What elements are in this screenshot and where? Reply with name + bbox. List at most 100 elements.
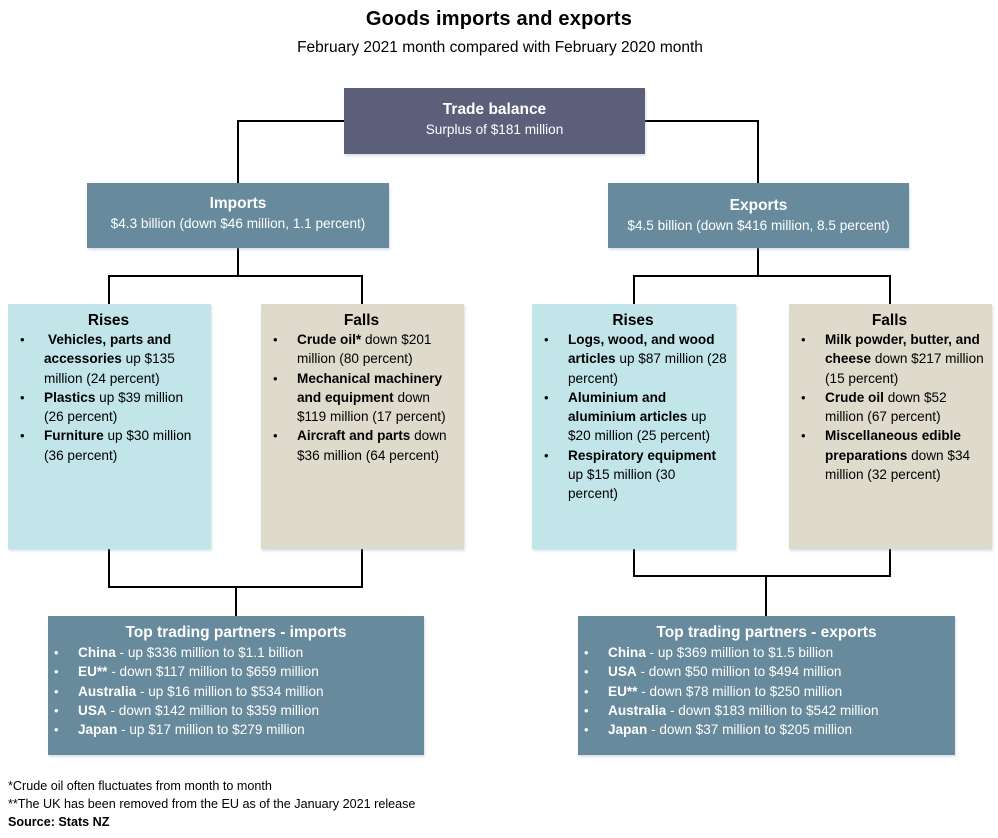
item-name: Japan	[608, 722, 648, 738]
bullet-icon: •	[544, 389, 549, 405]
imports-partners-list: •China - up $336 million to $1.1 billion…	[48, 643, 424, 739]
item-name: Miscellaneous edible preparations	[825, 428, 961, 463]
bullet-icon: •	[54, 664, 59, 680]
imports-falls-list: •Crude oil* down $201 million (80 percen…	[267, 330, 456, 465]
source-note: Source: Stats NZ	[8, 815, 110, 829]
bullet-icon: •	[544, 332, 549, 347]
trade-balance-value: Surplus of $181 million	[425, 122, 564, 137]
bullet-icon: •	[584, 645, 589, 660]
bullet-icon: •	[801, 428, 806, 444]
exports-rises-box: Rises • Logs, wood, and wood articles up …	[532, 304, 736, 549]
imports-rises-label: Rises	[87, 312, 130, 329]
list-item: • China - up $369 million to $1.5 billion	[578, 643, 955, 662]
item-name: Mechanical machinery and equipment	[297, 370, 443, 405]
imports-rises-list: •Vehicles, parts and accessories up $135…	[14, 330, 203, 465]
exports-value: $4.5 billion (down $416 million, 8.5 per…	[627, 218, 890, 233]
bullet-icon: •	[54, 702, 59, 718]
list-item: •Australia - up $16 million to $534 mill…	[48, 682, 424, 701]
item-change: down $34 million (32 percent)	[825, 447, 971, 483]
imports-value: $4.3 billion (down $46 million, 1.1 perc…	[110, 216, 366, 231]
list-item: • Mechanical machinery and equipment down…	[267, 369, 456, 427]
item-change: up $30 million (36 percent)	[44, 428, 192, 463]
bullet-icon: •	[273, 332, 278, 347]
list-item: •Furniture up $30 million (36 percent)	[14, 426, 203, 465]
item-change: - down $142 million to $359 million	[106, 702, 320, 718]
item-change: up $87 million (28 percent)	[568, 351, 727, 386]
item-change: up $15 million (30 percent)	[568, 467, 676, 502]
item-name: Crude oil	[825, 389, 884, 405]
imports-falls-label: Falls	[343, 312, 380, 329]
item-change: - up $336 million to $1.1 billion	[115, 645, 304, 660]
item-name: Plastics	[44, 389, 96, 405]
imports-box: Imports $4.3 billion (down $46 million, …	[87, 183, 389, 248]
bullet-icon: •	[20, 428, 25, 444]
item-name: EU**	[78, 664, 108, 680]
item-name: Logs, wood, and wood articles	[568, 332, 715, 367]
bullet-icon: •	[54, 645, 59, 660]
item-change: - down $183 million to $542 million	[666, 702, 879, 718]
item-name: China	[608, 645, 646, 660]
list-item: •Vehicles, parts and accessories up $135…	[14, 330, 203, 388]
item-change: - down $37 million to $205 million	[647, 722, 853, 738]
item-change: up $135 million (24 percent)	[44, 351, 175, 386]
item-name: Aircraft and parts	[297, 428, 411, 444]
exports-falls-label: Falls	[871, 312, 908, 329]
list-item: • Milk powder, butter, and cheese down $2…	[795, 330, 984, 388]
exports-partners-label: Top trading partners - exports	[656, 624, 877, 641]
list-item: • Japan - down $37 million to $205 millio…	[578, 720, 955, 739]
item-change: - up $369 million to $1.5 billion	[645, 645, 834, 660]
trade-balance-label: Trade balance	[442, 101, 547, 118]
list-item: •USA - down $50 million to $494 million	[578, 662, 955, 681]
item-name: USA	[78, 702, 107, 718]
diagram-subtitle: February 2021 month compared with Februa…	[297, 39, 703, 56]
bullet-icon: •	[584, 664, 589, 680]
bullet-icon: •	[544, 447, 549, 463]
imports-falls-box: Falls •Crude oil* down $201 million (80 …	[261, 304, 464, 549]
list-item: •Aircraft and parts down $36 million (64…	[267, 426, 456, 465]
list-item: •Aluminium and aluminium articles up $20…	[538, 388, 728, 446]
trade-balance-box: Trade balance Surplus of $181 million	[344, 88, 645, 154]
item-name: Milk powder, butter, and cheese	[825, 332, 980, 367]
connector-exports-details-join	[633, 549, 891, 577]
bullet-icon: •	[584, 683, 589, 699]
diagram-title: Goods imports and exports	[365, 8, 633, 30]
bullet-icon: •	[801, 332, 806, 347]
item-change: - up $16 million to $534 million	[136, 683, 324, 699]
item-change: - down $50 million to $494 million	[636, 664, 842, 680]
exports-box: Exports $4.5 billion (down $416 million,…	[608, 183, 909, 248]
item-name: Respiratory equipment	[568, 447, 717, 463]
list-item: • USA - down $142 million to $359 million	[48, 701, 424, 720]
item-change: down $217 million (15 percent)	[825, 351, 984, 386]
item-name: Crude oil*	[297, 332, 362, 347]
imports-partners-label: Top trading partners - imports	[125, 624, 347, 641]
list-item: •Plastics up $39 million (26 percent)	[14, 388, 203, 427]
bullet-icon: •	[20, 332, 25, 347]
exports-partners-box: Top trading partners - exports • China - …	[578, 616, 955, 755]
exports-rises-label: Rises	[612, 312, 654, 329]
bullet-icon: •	[273, 370, 278, 386]
bullet-icon: •	[20, 389, 25, 405]
bullet-icon: •	[54, 722, 59, 738]
exports-falls-box: Falls • Milk powder, butter, and cheese d…	[789, 304, 992, 549]
list-item: • Crude oil down $52 million (67 percent)	[795, 388, 984, 427]
list-item: •EU** - down $78 million to $250 million	[578, 682, 955, 701]
exports-partners-list: • China - up $369 million to $1.5 billion…	[578, 643, 955, 739]
list-item: •Crude oil* down $201 million (80 percen…	[267, 330, 456, 369]
footnotes: *Crude oil often fluctuates from month t…	[8, 777, 415, 831]
bullet-icon: •	[54, 683, 59, 699]
imports-partners-box: Top trading partners - imports •China - …	[48, 616, 424, 755]
connector-trade-to-exports	[645, 120, 759, 183]
item-name: EU**	[608, 683, 638, 699]
item-name: Japan	[78, 722, 118, 738]
footnote-crude-oil: *Crude oil often fluctuates from month t…	[8, 779, 272, 793]
connector-imports-branch	[108, 275, 363, 304]
item-change: down $52 million (67 percent)	[825, 389, 947, 425]
footnote-eu: **The UK has been removed from the EU as…	[8, 797, 416, 811]
item-change: down $36 million (64 percent)	[297, 428, 447, 463]
exports-rises-list: • Logs, wood, and wood articles up $87 mi…	[538, 330, 728, 504]
list-item: • Miscellaneous edible preparations down …	[795, 426, 984, 484]
item-change: down $119 million (17 percent)	[297, 389, 446, 425]
bullet-icon: •	[801, 389, 806, 405]
list-item: •EU** - down $117 million to $659 millio…	[48, 662, 424, 681]
bullet-icon: •	[584, 722, 589, 738]
